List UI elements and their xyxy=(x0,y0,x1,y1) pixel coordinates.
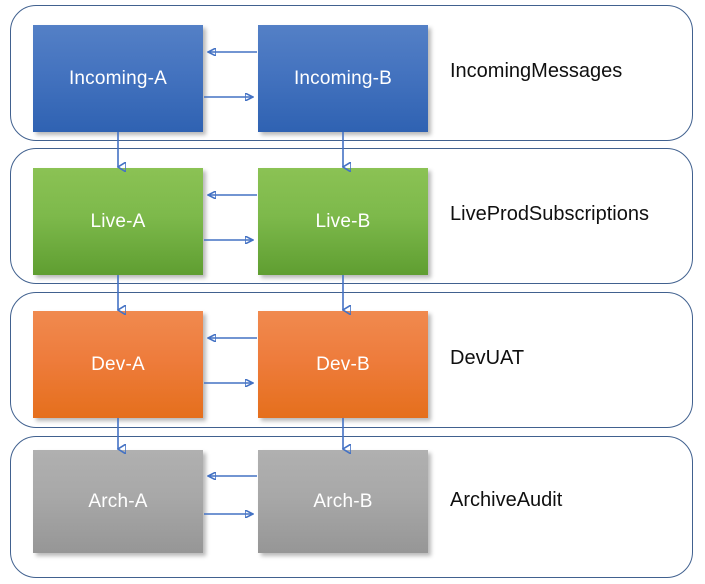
node-label: Arch-A xyxy=(88,490,148,512)
group-label-live-prod-subscriptions: LiveProdSubscriptions xyxy=(450,203,649,225)
node-label: Arch-B xyxy=(313,490,373,512)
group-label-incoming-messages: IncomingMessages xyxy=(450,60,623,82)
node-label: Live-A xyxy=(90,210,146,232)
node-dev-a[interactable]: Dev-A xyxy=(33,311,203,418)
node-live-a[interactable]: Live-A xyxy=(33,168,203,275)
node-label: Incoming-B xyxy=(293,67,393,89)
node-label: Live-B xyxy=(315,210,371,232)
node-label: Dev-B xyxy=(316,353,370,375)
node-dev-b[interactable]: Dev-B xyxy=(258,311,428,418)
group-label-devuat: DevUAT xyxy=(450,347,525,369)
node-label: Incoming-A xyxy=(68,67,168,89)
node-arch-a[interactable]: Arch-A xyxy=(33,450,203,553)
group-label-archive-audit: ArchiveAudit xyxy=(450,489,563,511)
node-live-b[interactable]: Live-B xyxy=(258,168,428,275)
node-incoming-a[interactable]: Incoming-A xyxy=(33,25,203,132)
node-arch-b[interactable]: Arch-B xyxy=(258,450,428,553)
node-label: Dev-A xyxy=(91,353,145,375)
node-incoming-b[interactable]: Incoming-B xyxy=(258,25,428,132)
